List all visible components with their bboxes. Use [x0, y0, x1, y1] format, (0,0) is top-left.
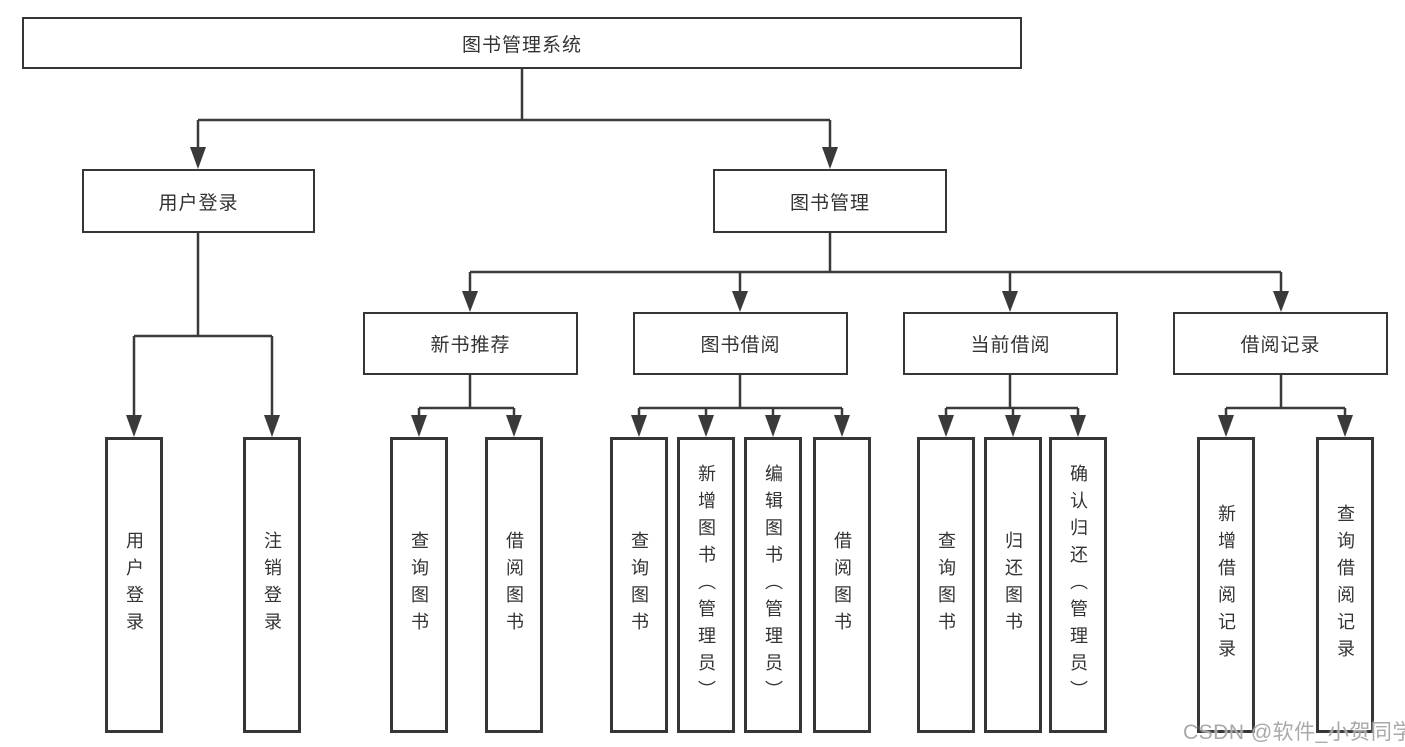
leaf-label: 归还图书 — [1003, 531, 1023, 639]
leaf-query-books-recommend: 查询图书 — [390, 437, 448, 733]
leaf-label: 确认归还（管理员） — [1068, 463, 1088, 707]
leaf-label: 新增借阅记录 — [1216, 504, 1236, 666]
leaf-label: 查询借阅记录 — [1335, 504, 1355, 666]
leaf-add-borrow-record: 新增借阅记录 — [1197, 437, 1255, 733]
node-root-system: 图书管理系统 — [22, 17, 1022, 69]
leaf-label: 新增图书（管理员） — [696, 463, 716, 707]
leaf-label: 注销登录 — [262, 531, 282, 639]
leaf-label: 借阅图书 — [832, 531, 852, 639]
leaf-user-login: 用户登录 — [105, 437, 163, 733]
leaf-query-books-borrow: 查询图书 — [610, 437, 668, 733]
leaf-logout: 注销登录 — [243, 437, 301, 733]
leaf-add-book-admin: 新增图书（管理员） — [677, 437, 735, 733]
leaf-borrow-books: 借阅图书 — [813, 437, 871, 733]
leaf-label: 用户登录 — [124, 531, 144, 639]
leaf-label: 查询图书 — [629, 531, 649, 639]
csdn-watermark: CSDN @软件_小贺同学 — [1183, 721, 1405, 744]
leaf-label: 查询图书 — [409, 531, 429, 639]
node-book-borrow: 图书借阅 — [633, 312, 848, 375]
leaf-borrow-books-recommend: 借阅图书 — [485, 437, 543, 733]
node-user-login: 用户登录 — [82, 169, 315, 233]
leaf-query-borrow-record: 查询借阅记录 — [1316, 437, 1374, 733]
node-new-book-recommend: 新书推荐 — [363, 312, 578, 375]
leaf-return-book: 归还图书 — [984, 437, 1042, 733]
leaf-confirm-return-admin: 确认归还（管理员） — [1049, 437, 1107, 733]
leaf-label: 编辑图书（管理员） — [763, 463, 783, 707]
leaf-edit-book-admin: 编辑图书（管理员） — [744, 437, 802, 733]
leaf-query-books-current: 查询图书 — [917, 437, 975, 733]
node-book-management: 图书管理 — [713, 169, 947, 233]
node-current-borrow: 当前借阅 — [903, 312, 1118, 375]
node-borrow-records: 借阅记录 — [1173, 312, 1388, 375]
arrowheads — [126, 147, 1353, 437]
leaf-label: 查询图书 — [936, 531, 956, 639]
leaf-label: 借阅图书 — [504, 531, 524, 639]
